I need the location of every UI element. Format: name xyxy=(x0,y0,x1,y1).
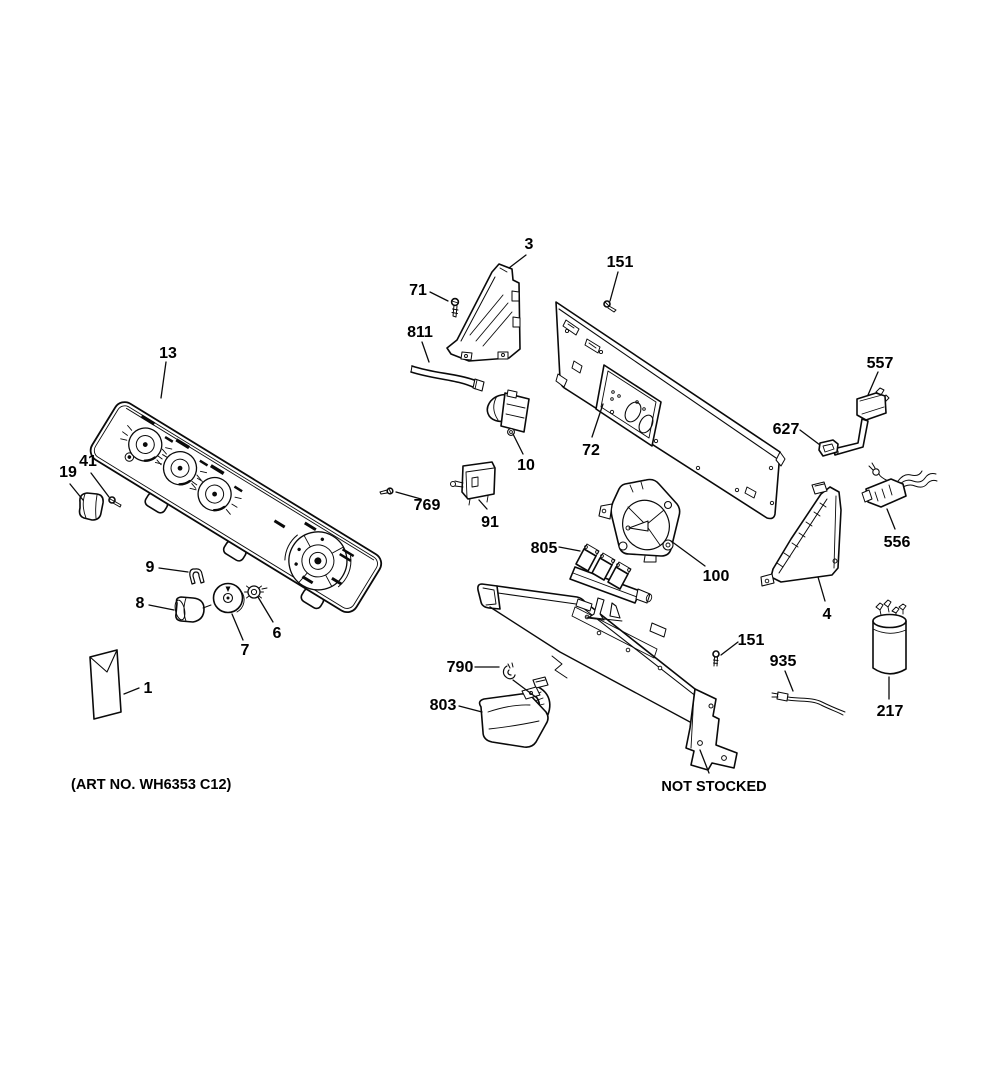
leader-557 xyxy=(867,371,879,396)
leader-627 xyxy=(799,429,821,446)
leader-41 xyxy=(90,472,110,498)
part-556-wire-harness xyxy=(861,462,938,508)
leader-71 xyxy=(429,291,449,302)
callout-4: 4 xyxy=(823,606,832,623)
callout-7: 7 xyxy=(241,642,250,659)
leader-769 xyxy=(395,491,422,500)
callout-557: 557 xyxy=(867,355,894,372)
callout-71: 71 xyxy=(409,282,427,299)
part-10-pressure-switch xyxy=(486,389,530,436)
part-6-nut xyxy=(202,585,268,609)
part-627-bumper xyxy=(818,439,839,457)
part-805-water-valve xyxy=(569,543,653,622)
callout-805: 805 xyxy=(531,540,558,557)
leader-lines xyxy=(69,254,896,774)
callout-935: 935 xyxy=(770,653,797,670)
callout-8: 8 xyxy=(136,595,145,612)
part-8-knob xyxy=(174,596,205,623)
callout-627: 627 xyxy=(773,421,800,438)
part-151-screw-bottom xyxy=(712,650,720,667)
leader-803 xyxy=(458,705,483,713)
part-3-end-cap-left xyxy=(446,263,521,362)
callout-790: 790 xyxy=(447,659,474,676)
callout-10: 10 xyxy=(517,457,535,474)
callout-3: 3 xyxy=(525,236,534,253)
leader-556 xyxy=(886,508,896,530)
leader-4 xyxy=(817,576,826,602)
leader-100 xyxy=(670,540,706,567)
callout-labels: 13 19 41 9 8 7 6 1 3 71 811 151 10 72 76… xyxy=(59,236,910,795)
callout-556: 556 xyxy=(884,534,911,551)
part-803-hose-guard xyxy=(478,676,551,748)
part-19-knob xyxy=(78,492,104,521)
art-no-label: (ART NO. WH6353 C12) xyxy=(71,777,232,793)
leader-790-attach xyxy=(512,679,538,699)
callout-9: 9 xyxy=(146,559,155,576)
part-151-screw-top xyxy=(603,300,617,313)
callout-151-top: 151 xyxy=(607,254,634,271)
part-4-end-cap-right xyxy=(760,481,842,587)
callout-19: 19 xyxy=(59,464,77,481)
callout-803: 803 xyxy=(430,697,457,714)
leader-10 xyxy=(512,433,524,455)
part-790-clip xyxy=(502,662,516,680)
leader-9 xyxy=(158,567,189,573)
part-9-clip xyxy=(189,568,205,585)
part-935-wire xyxy=(771,691,846,716)
part-100-timer xyxy=(598,478,681,563)
part-13-control-panel xyxy=(89,401,383,614)
callout-1: 1 xyxy=(144,680,153,697)
leader-13 xyxy=(160,361,167,399)
callout-100: 100 xyxy=(703,568,730,585)
callout-217: 217 xyxy=(877,703,904,720)
leader-72 xyxy=(591,403,604,438)
part-7-dial-disc xyxy=(212,582,245,614)
leader-1 xyxy=(123,687,140,695)
leader-7 xyxy=(231,613,244,641)
part-41-screw xyxy=(108,496,122,508)
part-72-rear-backsplash-panel xyxy=(555,301,786,520)
part-811-hose xyxy=(410,365,485,392)
callout-811: 811 xyxy=(407,324,433,341)
leader-3 xyxy=(508,254,527,269)
part-769-screw xyxy=(379,487,394,495)
callout-41: 41 xyxy=(79,453,97,470)
leader-811 xyxy=(421,341,430,363)
not-stocked-label: NOT STOCKED xyxy=(661,779,766,795)
leader-not-stocked xyxy=(699,749,710,774)
leader-805 xyxy=(558,546,581,552)
part-not-stocked-trim-panel xyxy=(477,583,738,771)
leader-91 xyxy=(478,499,488,510)
leader-6 xyxy=(257,596,274,623)
part-557-lid-switch xyxy=(832,387,890,456)
part-71-screw xyxy=(450,297,460,318)
part-1-instruction-envelope xyxy=(89,649,122,720)
callout-72: 72 xyxy=(582,442,600,459)
leader-151-bottom xyxy=(720,641,739,656)
leader-8 xyxy=(148,604,175,611)
callout-769: 769 xyxy=(414,497,441,514)
leader-151-top xyxy=(609,271,619,302)
leader-19 xyxy=(69,483,84,501)
leader-935 xyxy=(784,670,794,692)
callout-151-bottom: 151 xyxy=(738,632,765,649)
part-91-switch xyxy=(450,461,496,506)
callout-13: 13 xyxy=(159,345,177,362)
callout-6: 6 xyxy=(273,625,282,642)
part-217-capacitor xyxy=(872,599,907,675)
callout-91: 91 xyxy=(481,514,499,531)
